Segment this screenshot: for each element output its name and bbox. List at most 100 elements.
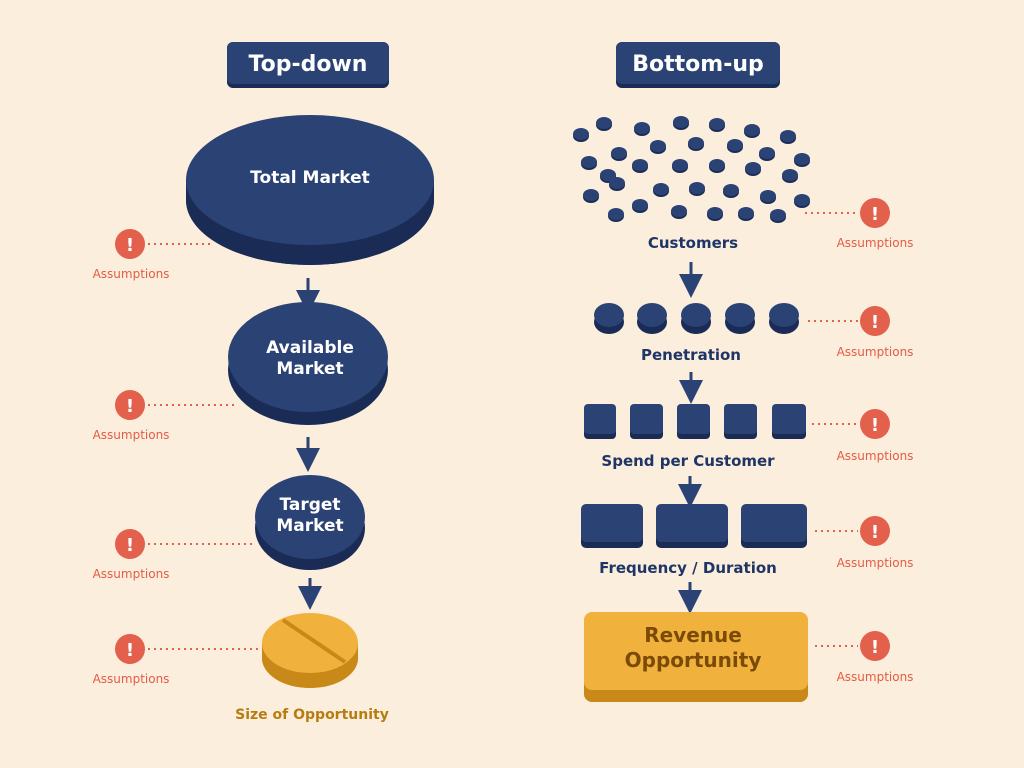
- available-market-disc: Available Market: [228, 302, 388, 425]
- svg-text:!: !: [871, 637, 879, 658]
- customer-dot: [600, 169, 616, 181]
- customer-dot: [709, 159, 725, 171]
- penetration-disc: [725, 303, 755, 327]
- total-market-label: Total Market: [250, 168, 370, 188]
- customer-dot: [794, 153, 810, 165]
- customer-dot: [738, 207, 754, 219]
- customer-dot: [583, 189, 599, 201]
- svg-text:!: !: [126, 640, 134, 661]
- assumption-label: Assumptions: [93, 672, 170, 686]
- spend-block: [724, 404, 757, 434]
- customer-dot: [671, 205, 687, 217]
- customer-dot: [653, 183, 669, 195]
- svg-text:!: !: [871, 204, 879, 225]
- svg-text:!: !: [871, 415, 879, 436]
- exclamation-circle-icon: [860, 198, 890, 228]
- svg-text:!: !: [126, 235, 134, 256]
- bottom-up-title-badge: Bottom-up: [616, 42, 780, 88]
- frequency-block: [581, 504, 643, 542]
- spend-block: [772, 404, 806, 434]
- assumption-label: Assumptions: [837, 236, 914, 250]
- assumption-label: Assumptions: [93, 428, 170, 442]
- assumption-label: Assumptions: [837, 556, 914, 570]
- spend-block: [630, 404, 663, 434]
- svg-text:!: !: [126, 535, 134, 556]
- customer-dot: [573, 128, 589, 140]
- customer-dot: [770, 209, 786, 221]
- exclamation-circle-icon: [115, 390, 145, 420]
- customer-dot: [581, 156, 597, 168]
- customers-dot-cluster: [573, 116, 810, 223]
- available-market-label-line-1: Available: [266, 338, 354, 358]
- penetration-disc: [769, 303, 799, 327]
- target-market-label-line-1: Target: [279, 495, 340, 515]
- svg-text:!: !: [871, 522, 879, 543]
- target-market-disc: Target Market: [255, 475, 365, 570]
- customer-dot: [673, 116, 689, 128]
- customer-dot: [632, 199, 648, 211]
- customer-dot: [745, 162, 761, 174]
- customer-dot: [760, 190, 776, 202]
- customer-dot: [650, 140, 666, 152]
- penetration-disc: [681, 303, 711, 327]
- assumption-label: Assumptions: [93, 567, 170, 581]
- assumption-label: Assumptions: [93, 267, 170, 281]
- assumption-marker-customers: ! Assumptions: [805, 198, 913, 250]
- assumption-marker-available-market: ! Assumptions: [93, 390, 235, 442]
- customer-dot: [672, 159, 688, 171]
- frequency-block: [656, 504, 728, 542]
- size-of-opportunity-pie: [262, 613, 358, 688]
- assumption-marker-revenue-opportunity: ! Assumptions: [815, 631, 913, 684]
- exclamation-circle-icon: [115, 229, 145, 259]
- assumption-marker-frequency-duration: ! Assumptions: [815, 516, 913, 570]
- customer-dot: [632, 159, 648, 171]
- assumption-marker-spend-per-customer: ! Assumptions: [812, 409, 913, 463]
- revenue-opportunity-label-line-1: Revenue: [644, 623, 742, 647]
- assumption-marker-total-market: ! Assumptions: [93, 229, 210, 281]
- exclamation-circle-icon: [860, 631, 890, 661]
- customer-dot: [709, 118, 725, 130]
- frequency-duration-label: Frequency / Duration: [599, 559, 777, 577]
- customer-dot: [689, 182, 705, 194]
- customer-dot: [707, 207, 723, 219]
- penetration-label: Penetration: [641, 346, 741, 364]
- spend-block: [584, 404, 616, 434]
- svg-text:!: !: [871, 312, 879, 333]
- customer-dot: [634, 122, 650, 134]
- customer-dot: [794, 194, 810, 206]
- customer-dot: [723, 184, 739, 196]
- exclamation-circle-icon: [860, 306, 890, 336]
- spend-per-customer-blocks: [584, 404, 806, 439]
- exclamation-circle-icon: [115, 634, 145, 664]
- bottom-up-title: Bottom-up: [632, 52, 764, 77]
- customer-dot: [780, 130, 796, 142]
- customer-dot: [727, 139, 743, 151]
- exclamation-circle-icon: [860, 516, 890, 546]
- exclamation-circle-icon: [115, 529, 145, 559]
- total-market-disc: Total Market: [186, 115, 434, 265]
- customer-dot: [596, 117, 612, 129]
- size-of-opportunity-label: Size of Opportunity: [235, 707, 389, 723]
- customer-dot: [759, 147, 775, 159]
- exclamation-circle-icon: [860, 409, 890, 439]
- customers-label: Customers: [648, 234, 738, 252]
- assumption-label: Assumptions: [837, 670, 914, 684]
- customer-dot: [608, 208, 624, 220]
- svg-text:!: !: [126, 396, 134, 417]
- customer-dot: [609, 177, 625, 189]
- customer-dot: [611, 147, 627, 159]
- assumption-marker-penetration: ! Assumptions: [808, 306, 913, 359]
- spend-per-customer-label: Spend per Customer: [601, 452, 775, 470]
- revenue-opportunity-label-line-2: Opportunity: [625, 648, 762, 672]
- top-down-title-badge: Top-down: [227, 42, 389, 88]
- customer-dot: [782, 169, 798, 181]
- penetration-disc: [637, 303, 667, 327]
- target-market-label-line-2: Market: [276, 516, 343, 536]
- penetration-discs: [594, 303, 799, 334]
- spend-block: [677, 404, 710, 434]
- top-down-title: Top-down: [249, 52, 368, 77]
- assumption-marker-target-market: ! Assumptions: [93, 529, 252, 581]
- available-market-label-line-2: Market: [276, 359, 343, 379]
